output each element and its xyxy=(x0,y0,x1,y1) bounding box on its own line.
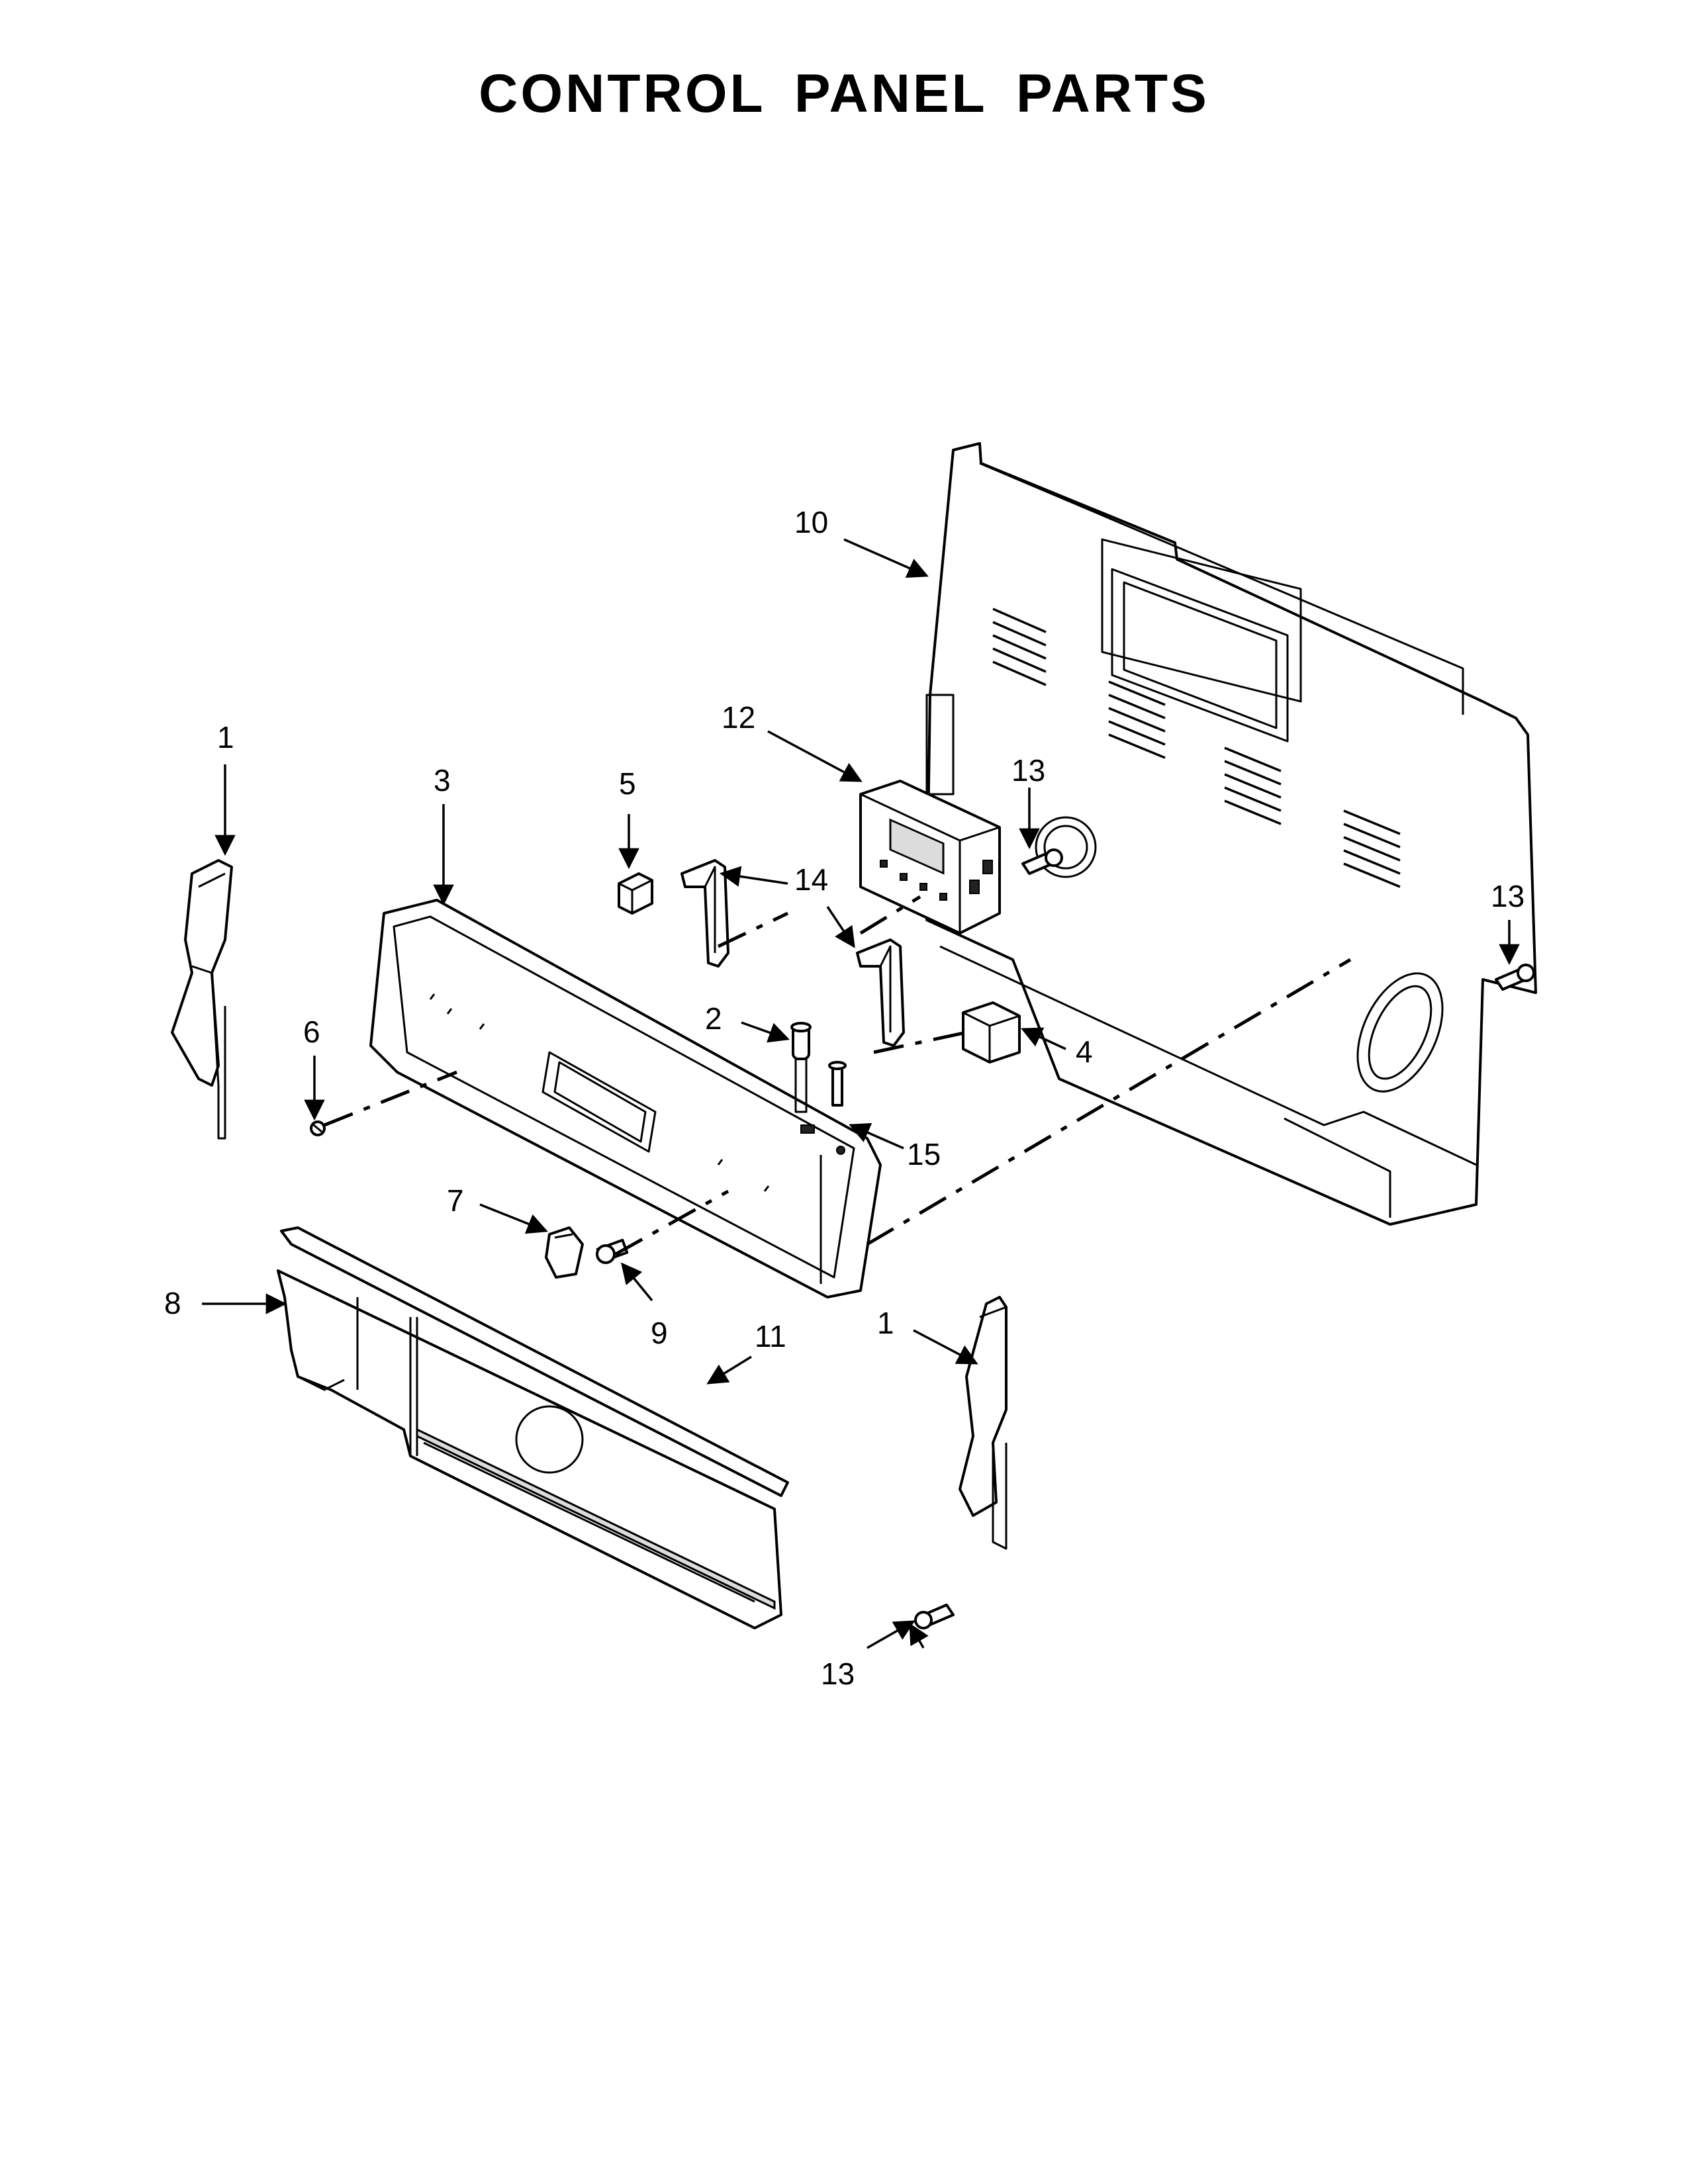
part-14-bracket-right xyxy=(856,938,905,1047)
part-6-screw xyxy=(310,1120,326,1136)
part-1-end-cap-left xyxy=(171,859,233,1140)
callout-15: 15 xyxy=(907,1137,941,1171)
callout-13: 13 xyxy=(821,1657,855,1691)
callout-6: 6 xyxy=(303,1015,320,1049)
callout-2: 2 xyxy=(705,1001,722,1036)
callout-13: 13 xyxy=(1491,879,1524,913)
callout-1: 1 xyxy=(877,1306,894,1340)
part-2-sensor xyxy=(790,1022,812,1113)
callout-3: 3 xyxy=(434,763,451,797)
leader-lines xyxy=(202,538,1520,1649)
part-4-switch-box xyxy=(962,1001,1021,1064)
part-13-screw-right xyxy=(1495,964,1535,991)
part-8-mounting-bracket xyxy=(277,1226,789,1629)
part-10-console-back-panel xyxy=(925,442,1537,1226)
part-13-screw-upper xyxy=(1021,848,1063,875)
callout-12: 12 xyxy=(722,700,755,735)
callout-11: 11 xyxy=(755,1319,786,1353)
callout-10: 10 xyxy=(794,505,828,539)
callout-5: 5 xyxy=(619,766,636,801)
part-7-knob xyxy=(545,1226,584,1279)
callout-9: 9 xyxy=(651,1316,668,1350)
callout-1: 1 xyxy=(217,720,234,754)
part-15-screw xyxy=(828,1061,847,1107)
callout-14: 14 xyxy=(794,862,828,897)
part-9-screw xyxy=(596,1238,629,1264)
callout-labels: 10 12 13 13 13 1 1 3 5 14 2 4 6 15 7 8 9… xyxy=(164,505,1524,1691)
part-3-console-panel xyxy=(369,899,882,1298)
callout-4: 4 xyxy=(1076,1034,1093,1069)
part-14-bracket-left xyxy=(680,859,729,968)
callout-7: 7 xyxy=(447,1183,464,1218)
part-1-end-cap-right xyxy=(959,1296,1008,1550)
callout-8: 8 xyxy=(164,1286,181,1320)
callout-13: 13 xyxy=(1011,753,1045,788)
part-5-switch xyxy=(618,872,653,915)
page-title: CONTROL PANEL PARTS xyxy=(479,64,1209,124)
part-12-electronic-control xyxy=(859,780,1001,934)
vent-slots xyxy=(992,608,1401,888)
assembly-lines xyxy=(324,895,1352,1256)
part-13-screw-lower xyxy=(914,1604,955,1629)
